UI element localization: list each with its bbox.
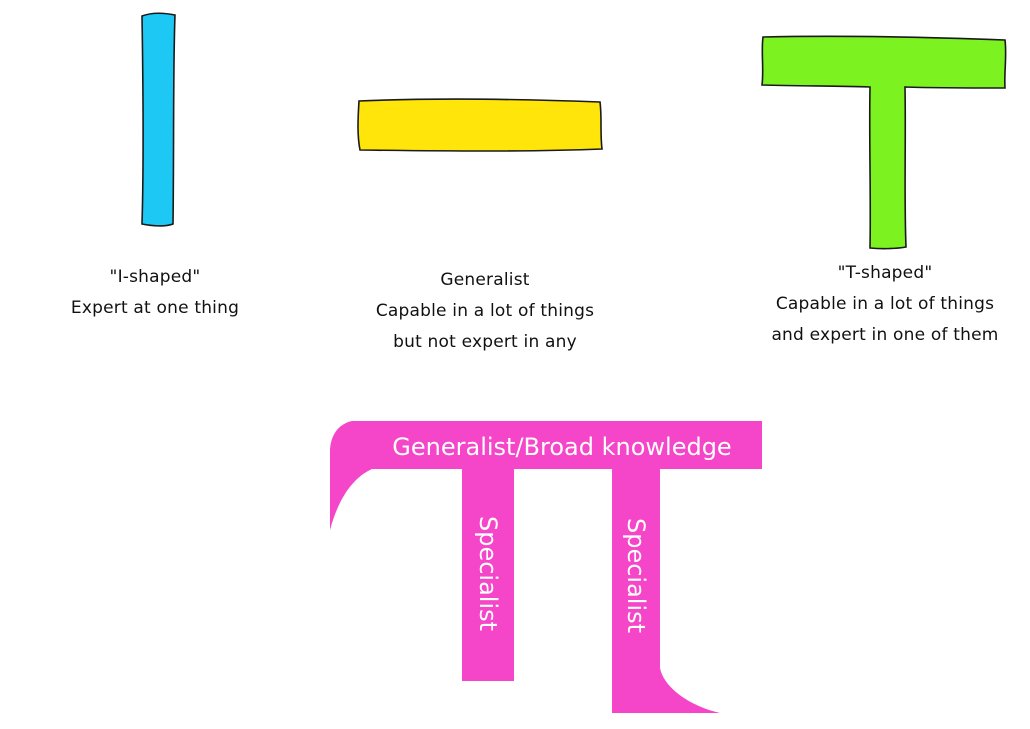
generalist-caption: Generalist Capable in a lot of things bu…: [340, 265, 630, 358]
pi-right-leg-label: Specialist: [622, 518, 650, 633]
t-shaped-caption: "T-shaped" Capable in a lot of things an…: [740, 258, 1030, 351]
generalist-title: Generalist: [440, 270, 530, 290]
i-shaped-bar: [141, 12, 176, 227]
pi-left-leg-label: Specialist: [474, 516, 502, 631]
generalist-bar-shape: [357, 98, 603, 152]
t-shaped-bar-shape: [761, 35, 1007, 250]
i-shaped-description: Expert at one thing: [70, 298, 240, 318]
i-shaped-title: "I-shaped": [109, 267, 201, 287]
t-shaped-description-line1: Capable in a lot of things: [775, 294, 995, 314]
pi-shaped-shape: [330, 421, 762, 713]
i-shaped-bar-shape: [141, 12, 176, 227]
generalist-bar: [357, 98, 603, 152]
generalist-description-line2: but not expert in any: [393, 332, 577, 352]
t-shaped-description-line2: and expert in one of them: [771, 325, 999, 345]
pi-top-label: Generalist/Broad knowledge: [392, 433, 731, 461]
t-shaped-title: "T-shaped": [837, 263, 933, 283]
generalist-description-line1: Capable in a lot of things: [375, 301, 595, 321]
t-shaped-bar: [761, 35, 1007, 250]
i-shaped-caption: "I-shaped" Expert at one thing: [40, 262, 270, 324]
